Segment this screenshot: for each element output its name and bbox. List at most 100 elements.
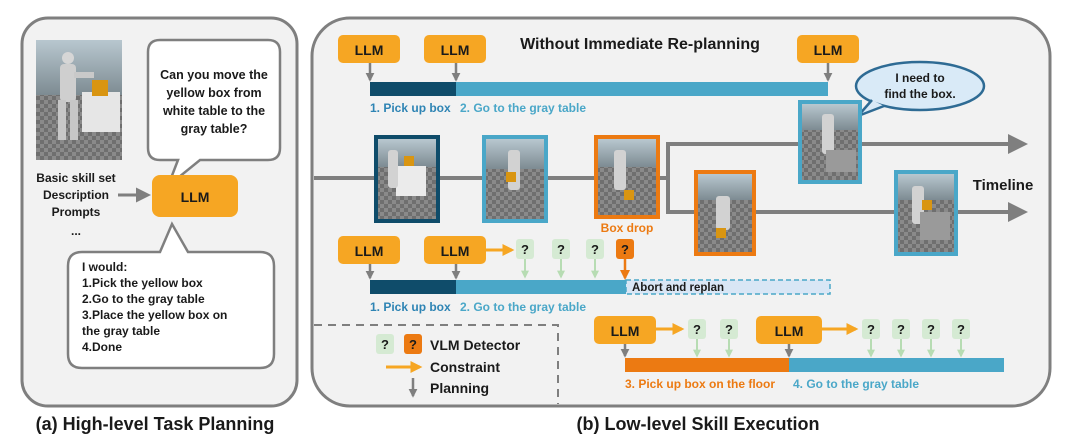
llm-box xyxy=(424,35,486,63)
frame-sky xyxy=(698,174,752,200)
frame-table xyxy=(920,212,950,240)
llm-label: LLM xyxy=(611,323,640,339)
llm-label: LLM xyxy=(355,243,384,259)
llm-box xyxy=(338,236,400,264)
llm-box xyxy=(594,316,656,344)
thought-bubble-shape xyxy=(854,60,986,112)
frame-robot xyxy=(508,150,520,190)
robot-arm xyxy=(74,72,94,78)
llm-box xyxy=(152,175,238,217)
bubble-shape xyxy=(146,38,282,190)
frame-box xyxy=(624,190,634,200)
robot-head xyxy=(62,52,74,64)
right-caption: (b) Low-level Skill Execution xyxy=(576,414,819,434)
skill-bar-pickup xyxy=(370,82,456,96)
legend-detector-orange xyxy=(404,334,422,354)
skill-bar-pickup-floor xyxy=(625,358,789,372)
detector-q: ? xyxy=(725,322,733,337)
detector-box xyxy=(516,239,534,259)
row1: LLM LLM LLM 1. Pick up box 2. Go to the … xyxy=(338,35,859,115)
detector-q: ? xyxy=(927,322,935,337)
llm-label: LLM xyxy=(181,189,210,205)
frame-2 xyxy=(482,135,548,223)
thought-line: find the box. xyxy=(884,87,955,101)
detector-q: ? xyxy=(897,322,905,337)
skill-label: 2. Go to the gray table xyxy=(460,101,586,115)
robot-body xyxy=(60,64,76,102)
thought-line: I need to xyxy=(895,71,944,85)
skill-bar-goto xyxy=(789,358,1004,372)
skill-label: 4. Go to the gray table xyxy=(793,377,919,391)
box-drop-label: Box drop xyxy=(601,221,654,235)
timeline-branch-upper xyxy=(666,134,1028,178)
llm-label: LLM xyxy=(355,42,384,58)
skill-label: 3. Pick up box on the floor xyxy=(625,377,775,391)
frame-table xyxy=(396,166,426,196)
detector-box xyxy=(720,319,738,339)
panel-title: Without Immediate Re-planning xyxy=(520,36,760,53)
scene-image xyxy=(36,40,122,160)
row3: LLM LLM ? ? ? ? ? ? xyxy=(594,316,1004,391)
detector-q: ? xyxy=(957,322,965,337)
detector-box xyxy=(952,319,970,339)
llm-box xyxy=(424,236,486,264)
detector-q: ? xyxy=(693,322,701,337)
response-line: I would: xyxy=(82,260,127,274)
bubble-line: yellow box from xyxy=(166,86,261,100)
detector-q: ? xyxy=(867,322,875,337)
detector-box-triggered xyxy=(616,239,634,259)
skill-label: 1. Pick up box xyxy=(370,300,451,314)
legend-divider xyxy=(314,324,559,404)
llm-response-bubble: I would: 1.Pick the yellow box 2.Go to t… xyxy=(66,221,276,370)
abort-bar xyxy=(625,279,831,295)
detector-box xyxy=(922,319,940,339)
frame-sky xyxy=(598,139,656,167)
response-line: 1.Pick the yellow box xyxy=(82,276,203,290)
frame-box xyxy=(922,200,932,210)
frame-box xyxy=(716,228,726,238)
skill-bar-goto xyxy=(456,280,626,294)
input-line: Prompts xyxy=(52,205,101,219)
detector-box xyxy=(862,319,880,339)
legend-planning-label: Planning xyxy=(430,380,489,396)
llm-box xyxy=(338,35,400,63)
detector-box xyxy=(552,239,570,259)
response-line: 3.Place the yellow box on xyxy=(82,308,227,322)
llm-box xyxy=(756,316,822,344)
detector-box xyxy=(892,319,910,339)
input-line: Basic skill set xyxy=(36,171,115,185)
legend-detector-label: VLM Detector xyxy=(430,337,521,353)
detector-q: ? xyxy=(557,242,565,257)
input-line: ... xyxy=(71,224,81,238)
row2: LLM LLM ? ? ? ? Abort and replan 1. Pick… xyxy=(338,236,831,314)
llm-box xyxy=(797,35,859,63)
legend-detector-green xyxy=(376,334,394,354)
user-question-bubble: Can you move the yellow box from white t… xyxy=(146,38,282,190)
frame-1 xyxy=(374,135,440,223)
bubble-shape xyxy=(66,221,276,370)
detector-q: ? xyxy=(521,242,529,257)
legend-constraint-label: Constraint xyxy=(430,359,500,375)
scene-sky xyxy=(36,40,122,95)
skill-bar-pickup xyxy=(370,280,456,294)
llm-label: LLM xyxy=(775,323,804,339)
frame-box xyxy=(506,172,516,182)
frame-box xyxy=(404,156,414,166)
frame-robot xyxy=(716,196,730,230)
frame-table xyxy=(826,150,856,172)
detector-q: ? xyxy=(591,242,599,257)
input-line: Description xyxy=(43,188,109,202)
abort-label: Abort and replan xyxy=(632,282,724,294)
detector-box xyxy=(688,319,706,339)
robot-leg xyxy=(70,100,78,140)
bubble-line: white table to the xyxy=(162,104,265,118)
response-line: 2.Go to the gray table xyxy=(82,292,205,306)
detector-box xyxy=(586,239,604,259)
llm-label: LLM xyxy=(441,243,470,259)
detector-q: ? xyxy=(621,242,629,257)
scene-box xyxy=(92,80,108,96)
frame-robot xyxy=(822,114,834,154)
response-line: 4.Done xyxy=(82,340,122,354)
